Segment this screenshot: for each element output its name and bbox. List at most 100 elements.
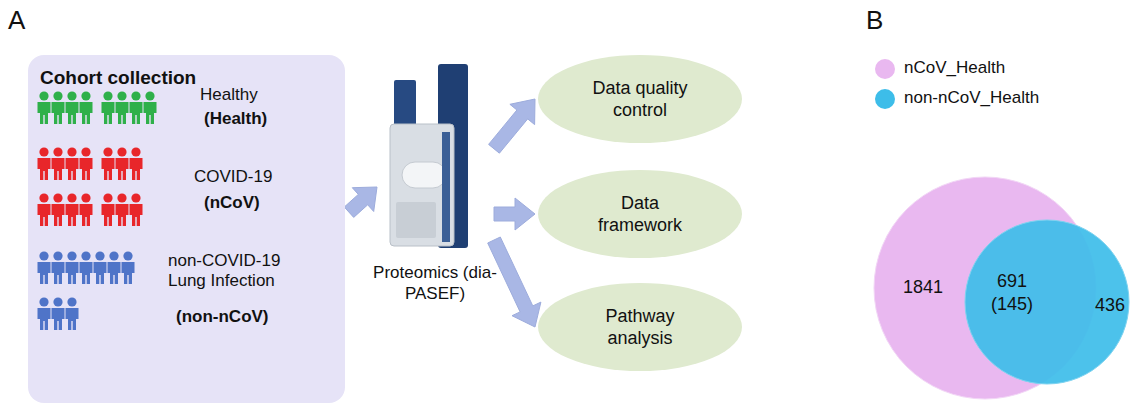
venn-overlap-count: 691 (145) [986, 270, 1038, 317]
legend-text: nCoV_Health [904, 58, 1005, 78]
instrument-body [390, 124, 454, 246]
step-label: Data framework [585, 192, 695, 237]
group-code: (non-nCoV) [176, 307, 269, 327]
instrument-strip [442, 132, 450, 242]
person-head [81, 147, 90, 156]
person-body [66, 204, 79, 226]
person-body [107, 262, 120, 284]
person-head [103, 193, 112, 202]
person-body [66, 262, 79, 284]
instrument-node: Proteomics (dia-PASEF) [380, 62, 490, 312]
person-head [53, 297, 62, 306]
person-head [67, 297, 76, 306]
person-head [145, 91, 154, 100]
instrument-label: Proteomics (dia-PASEF) [370, 262, 500, 305]
person-head [117, 91, 126, 100]
block-arrow [344, 187, 377, 217]
person-head [39, 91, 48, 100]
mass-spectrometer-icon [380, 62, 490, 252]
step-ellipse: Pathway analysis [538, 283, 742, 371]
person-head [53, 251, 62, 260]
person-head [67, 147, 76, 156]
person-body [38, 204, 51, 226]
person-body [38, 308, 51, 330]
venn-count: 1841 [903, 276, 943, 299]
legend-swatch [875, 59, 895, 79]
person-head [81, 193, 90, 202]
person-head [81, 251, 90, 260]
person-body [115, 102, 128, 124]
person-head [39, 297, 48, 306]
step-label: Pathway analysis [590, 305, 690, 350]
step-ellipse: Data framework [538, 170, 742, 258]
step-label: Data quality control [570, 77, 710, 122]
group-label: COVID-19 [194, 167, 272, 187]
person-head [67, 193, 76, 202]
person-body [80, 158, 93, 180]
person-body [38, 158, 51, 180]
person-head [67, 251, 76, 260]
person-head [131, 147, 140, 156]
legend-swatch [875, 89, 895, 109]
person-body [130, 102, 143, 124]
block-arrow [489, 99, 535, 153]
person-body [52, 204, 65, 226]
people-icons [28, 55, 345, 403]
step-ellipse: Data quality control [538, 55, 742, 143]
person-head [109, 251, 118, 260]
person-head [117, 147, 126, 156]
venn-count: 436 [1095, 294, 1125, 317]
person-head [103, 91, 112, 100]
person-body [144, 102, 157, 124]
person-body [93, 262, 106, 284]
person-body [66, 158, 79, 180]
person-head [39, 147, 48, 156]
instrument-top [394, 80, 416, 130]
person-head [67, 91, 76, 100]
person-body [101, 158, 114, 180]
person-head [131, 91, 140, 100]
person-body [130, 204, 143, 226]
person-head [39, 251, 48, 260]
person-body [66, 308, 79, 330]
cohort-panel: Cohort collectionHealthy (Health) COVID-19… [28, 55, 345, 403]
group-label: Healthy [200, 85, 258, 105]
venn-circle-node: 436 [964, 219, 1130, 385]
block-arrow [494, 198, 535, 230]
group-code: (nCoV) [204, 193, 260, 213]
instrument-slot [402, 162, 446, 188]
person-head [95, 251, 104, 260]
panel-letter: B [866, 4, 883, 38]
person-body [52, 308, 65, 330]
person-body [80, 102, 93, 124]
person-body [80, 204, 93, 226]
panel-heading: Cohort collection [40, 67, 196, 89]
person-body [121, 262, 134, 284]
person-body [66, 102, 79, 124]
person-body [101, 102, 114, 124]
person-head [39, 193, 48, 202]
instrument-base [396, 202, 436, 238]
person-head [53, 193, 62, 202]
person-head [117, 193, 126, 202]
person-head [53, 91, 62, 100]
person-body [115, 158, 128, 180]
legend-text: non-nCoV_Health [904, 88, 1039, 108]
person-body [115, 204, 128, 226]
person-body [80, 262, 93, 284]
person-head [103, 147, 112, 156]
group-code: (Health) [204, 109, 267, 129]
person-head [53, 147, 62, 156]
person-body [130, 158, 143, 180]
person-body [52, 262, 65, 284]
person-body [101, 204, 114, 226]
person-body [38, 262, 51, 284]
person-head [131, 193, 140, 202]
person-head [81, 91, 90, 100]
group-label: non-COVID-19 Lung Infection [168, 251, 308, 291]
person-body [52, 158, 65, 180]
person-body [38, 102, 51, 124]
person-head [123, 251, 132, 260]
venn-circle-shape [965, 220, 1129, 384]
panel-letter: A [8, 4, 25, 38]
